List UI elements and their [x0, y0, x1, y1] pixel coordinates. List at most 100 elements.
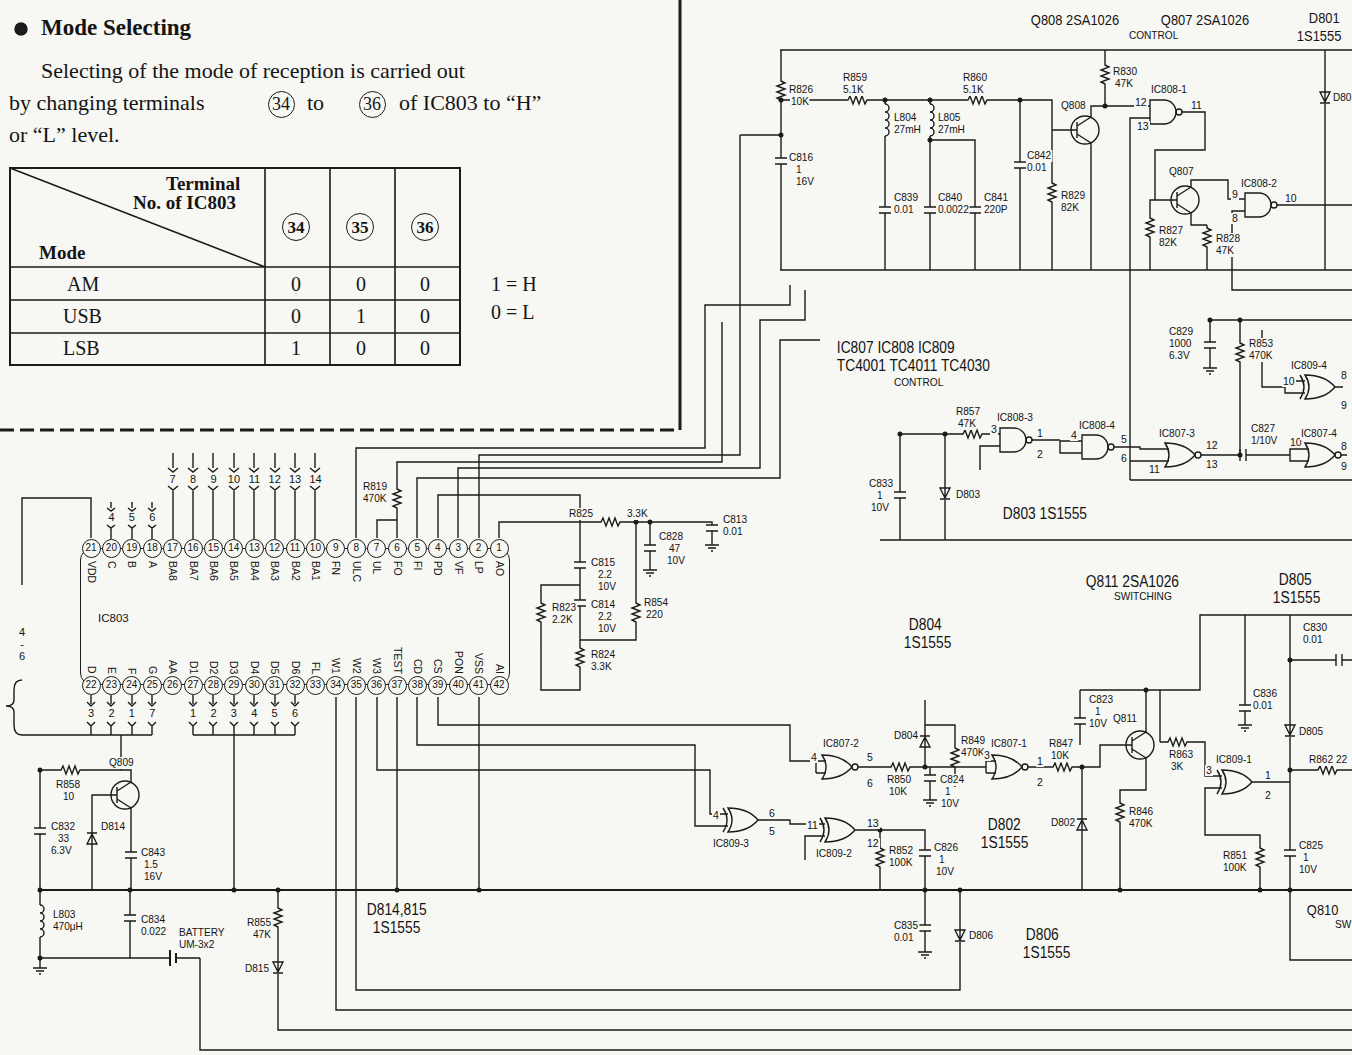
pin-number: 41: [469, 676, 488, 695]
component-value: R850: [886, 774, 912, 786]
pin-number: 4: [428, 539, 447, 558]
connector-lead: [87, 695, 95, 735]
connector-lead: [270, 453, 280, 539]
pin-number: 31: [265, 676, 284, 695]
pin-number: 4: [1070, 430, 1078, 441]
component-value: C839: [893, 192, 919, 204]
connector-lead: [271, 695, 279, 735]
pin-name: FO: [392, 561, 403, 576]
body-text: of IC803 to “H”: [398, 92, 542, 114]
component-value: R819: [362, 481, 388, 493]
component-value: 10V: [870, 502, 890, 514]
component-value: 1: [876, 490, 883, 502]
pin-number: 17: [163, 539, 182, 558]
connector-lead: [250, 695, 258, 735]
component-value: C843: [140, 847, 166, 859]
inductor-symbol: [930, 104, 934, 136]
part-label: Q810: [1306, 902, 1339, 917]
component-value: IC807-2: [822, 738, 860, 750]
component-value: 0.01: [893, 932, 914, 944]
connector-number: 10: [227, 474, 241, 485]
component-value: C813: [722, 514, 748, 526]
pin-number: 9: [1340, 461, 1348, 472]
part-label: Q808 2SA1026: [1030, 12, 1120, 27]
pin-number: 11: [1190, 100, 1203, 111]
component-value: R828: [1215, 233, 1241, 245]
pin-number: 21: [82, 539, 101, 558]
pin-number: 9: [1231, 189, 1239, 200]
divider-line: [0, 429, 680, 432]
connector-number: 6: [291, 708, 299, 719]
pin-name: FL: [310, 662, 321, 674]
resistor-symbol: [1315, 766, 1339, 774]
part-label: 1S1555: [1296, 28, 1342, 43]
component-value: 1: [944, 786, 951, 798]
table-cell: 1: [355, 306, 367, 326]
component-value: C836: [1252, 688, 1278, 700]
connector-number: 1: [128, 708, 136, 719]
component-value: 100K: [1222, 862, 1247, 874]
component-value: IC809-2: [815, 848, 853, 860]
pin-number: 10: [306, 539, 325, 558]
pin-number: 14: [224, 539, 243, 558]
part-label: D804: [908, 617, 943, 633]
table-cell: 0: [419, 338, 431, 358]
pin-number: 3: [983, 750, 991, 761]
component-value: 5.1K: [962, 84, 985, 96]
component-value: D806: [968, 930, 994, 942]
pin-name: C: [106, 561, 117, 569]
table-cell: LSB: [62, 338, 101, 358]
pin-name: ULC: [351, 561, 362, 582]
pin-name: E: [106, 667, 117, 674]
connector-number: 11: [248, 474, 261, 485]
capacitor-symbol: [124, 915, 136, 921]
capacitor-symbol: [1284, 850, 1296, 856]
pin-name: FI: [412, 561, 423, 570]
connector-number: 14: [308, 474, 322, 485]
nand-gate: [1076, 435, 1120, 459]
component-value: Q809: [108, 757, 135, 769]
pin-name: VSS: [474, 653, 485, 674]
component-value: L804: [893, 112, 917, 124]
pin-number: 18: [143, 539, 162, 558]
capacitor-symbol: [1204, 342, 1216, 348]
component-value: R855: [246, 917, 272, 929]
pin-number: 19: [122, 539, 141, 558]
component-value: 10: [62, 791, 75, 803]
component-value: C826: [933, 842, 959, 854]
capacitor-symbol: [125, 852, 137, 858]
pin-number: 34: [326, 676, 345, 695]
pin-number: 12: [1134, 97, 1148, 108]
component-value: D805: [1298, 726, 1324, 738]
component-value: C840: [937, 192, 963, 204]
connector-number: 3: [87, 708, 95, 719]
pin-number: 28: [204, 676, 223, 695]
component-value: 0.01: [1252, 700, 1273, 712]
component-value: 1: [1302, 852, 1309, 864]
component-value: 1: [938, 854, 945, 866]
pin-name: F: [127, 668, 138, 674]
connector-lead: [208, 453, 218, 539]
component-value: R826: [788, 84, 814, 96]
connector-number: 9: [209, 474, 217, 485]
table-cell: 0: [355, 338, 367, 358]
pin-number: 5: [768, 826, 776, 837]
terminal-number: 36: [411, 213, 439, 241]
component-value: D814: [100, 821, 126, 833]
pin-number: 16: [184, 539, 203, 558]
component-value: 10V: [597, 581, 617, 593]
pin-number: 12: [866, 838, 880, 849]
component-value: 1: [795, 164, 802, 176]
transistor-symbol: [1071, 116, 1099, 144]
pin-number: 25: [143, 676, 162, 695]
component-value: R859: [842, 72, 868, 84]
transistor-symbol: [1126, 731, 1154, 759]
wire: [740, 50, 1352, 480]
component-value: 10K: [790, 96, 810, 108]
pin-number: 13: [245, 539, 264, 558]
pin-number: 11: [286, 539, 305, 558]
component-value: R824: [590, 649, 616, 661]
pin-number: 8: [1340, 370, 1348, 381]
connector-number: 4: [107, 512, 115, 523]
ground-bus: [40, 889, 1352, 891]
